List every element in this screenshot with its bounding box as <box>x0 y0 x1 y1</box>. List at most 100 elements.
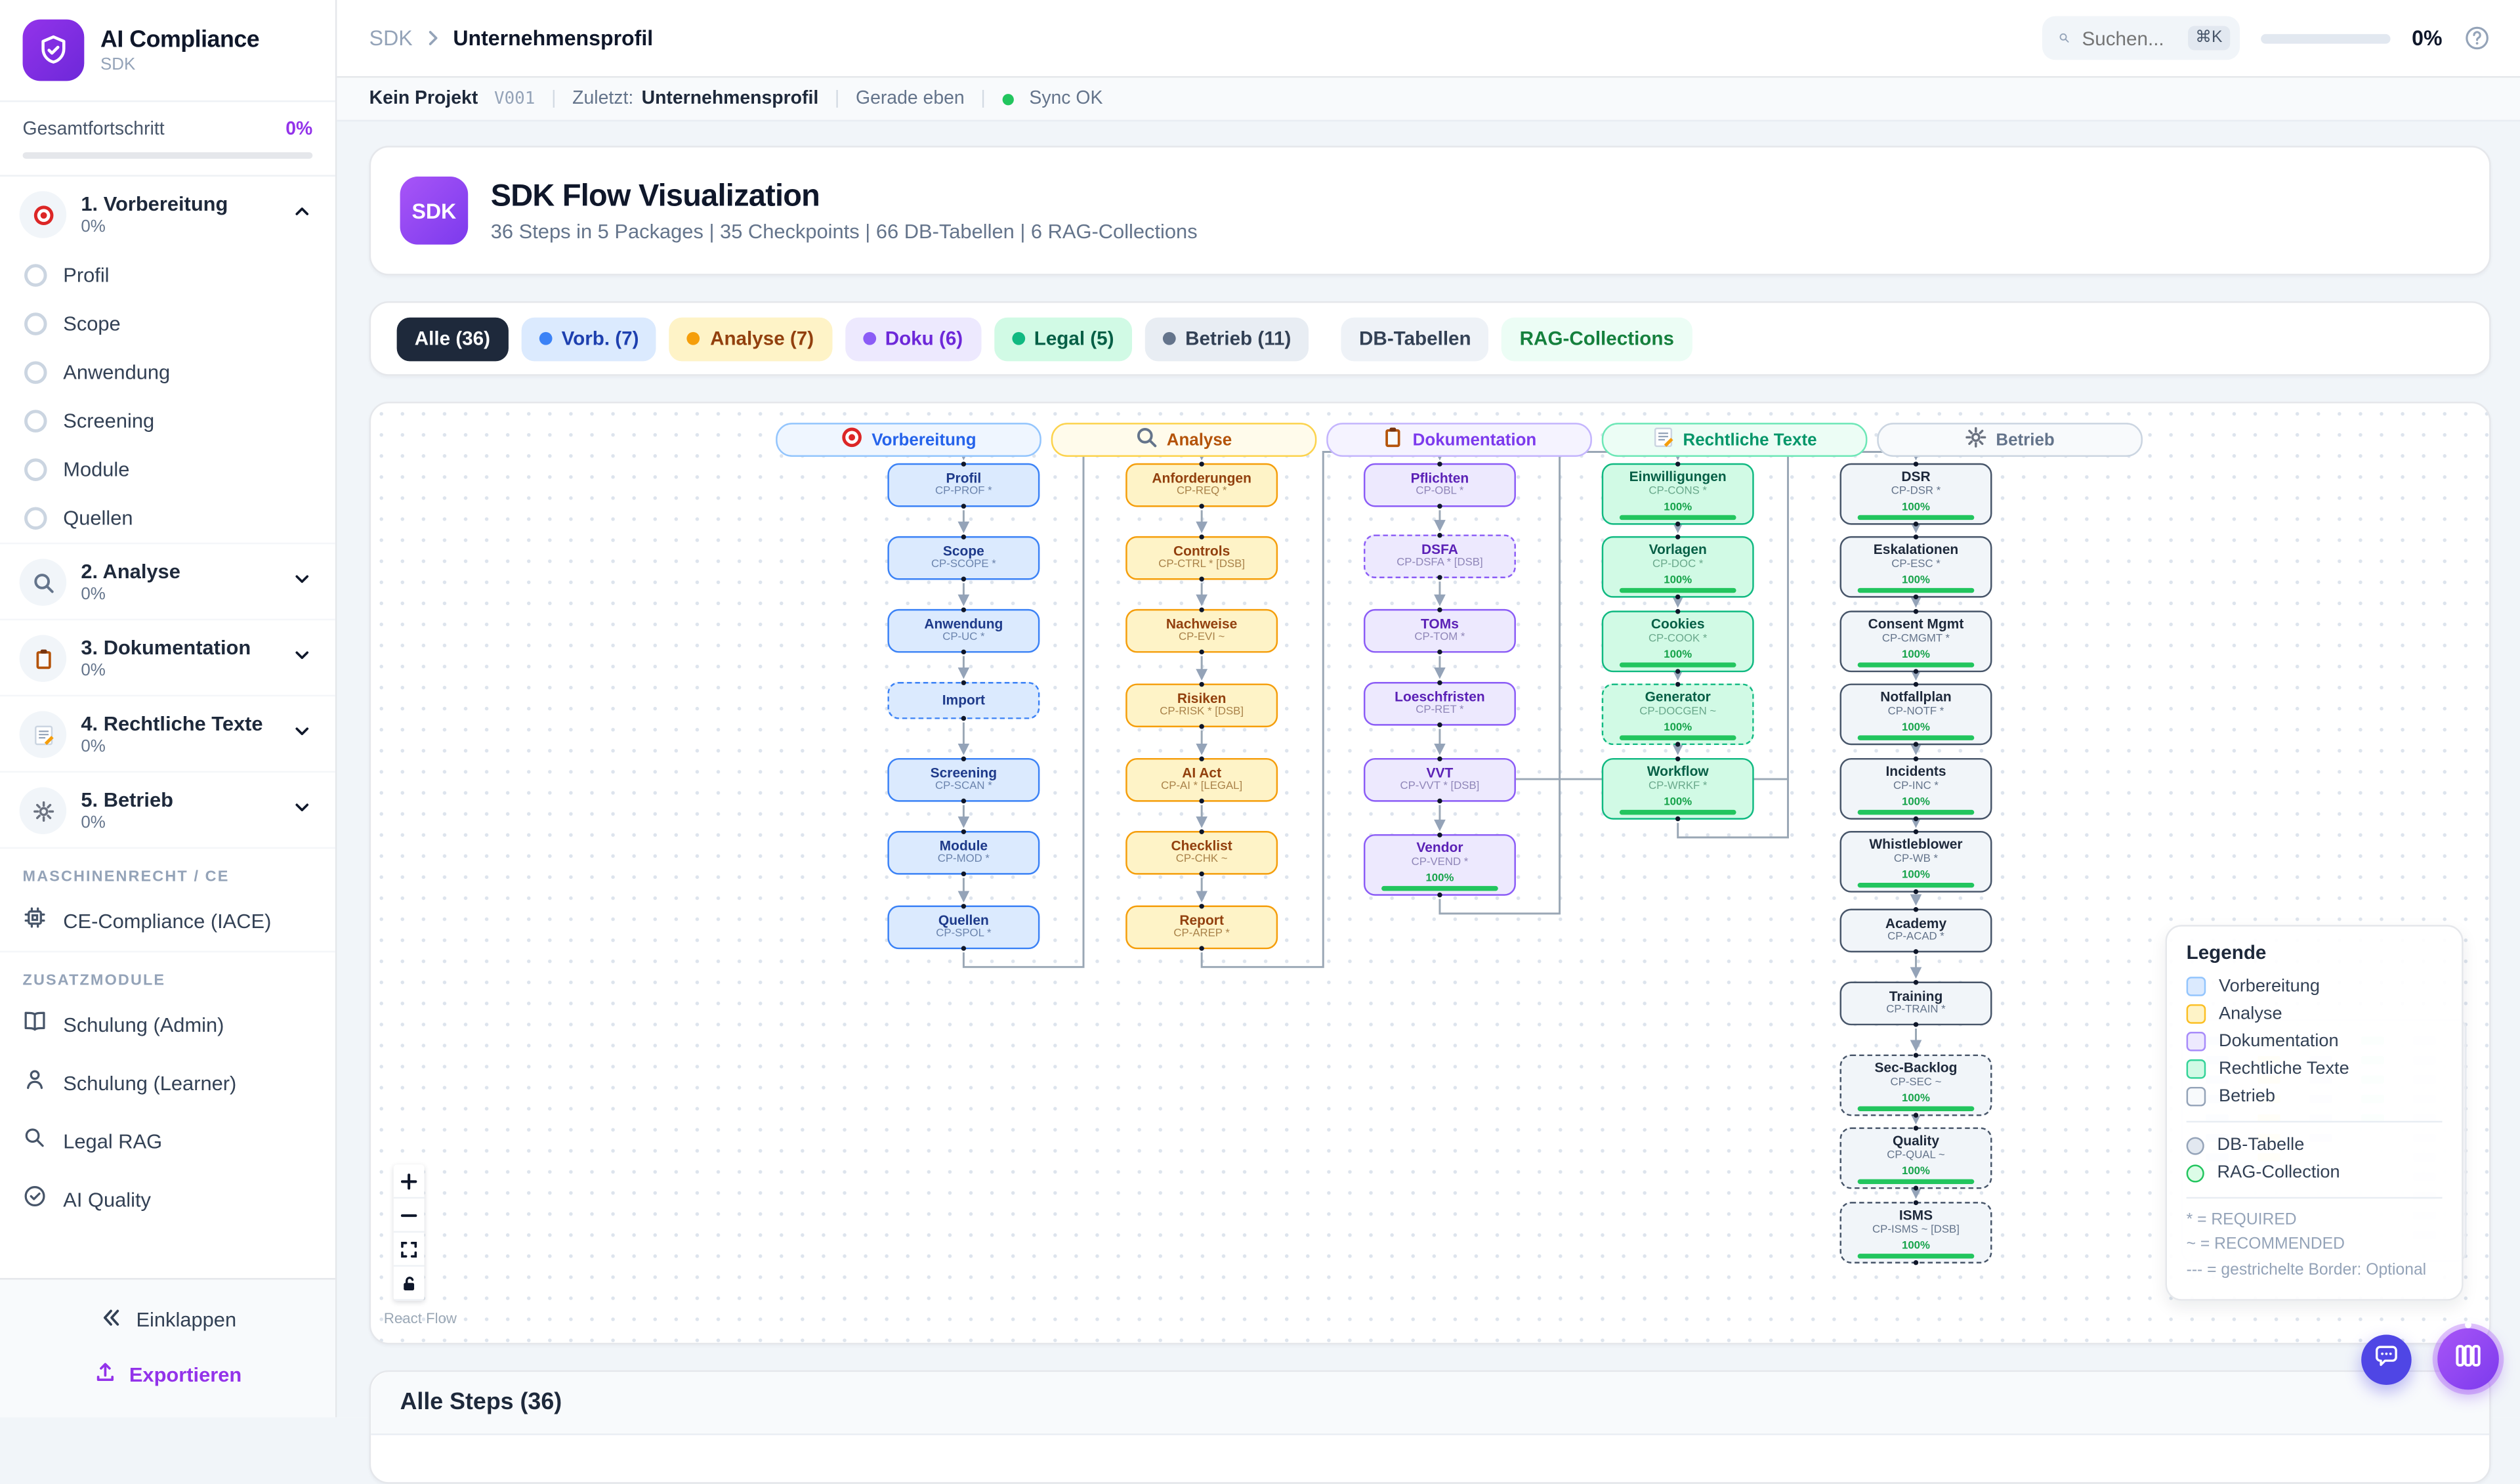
node-progress-value: 100% <box>1902 1093 1930 1105</box>
sidebar-step-quellen[interactable]: Quellen <box>0 494 335 543</box>
sidebar-item-ai-quality[interactable]: AI Quality <box>0 1171 335 1229</box>
node-title: AI Act <box>1182 764 1222 780</box>
steps-table-card: Alle Steps (36) <box>369 1370 2491 1484</box>
breadcrumb-root-link[interactable]: SDK <box>369 26 413 51</box>
sidebar-step-screening[interactable]: Screening <box>0 397 335 446</box>
flow-node-import[interactable]: Import <box>887 681 1040 719</box>
upload-icon <box>94 1361 117 1389</box>
package-header-betrieb[interactable]: Betrieb <box>1877 423 2143 457</box>
search-input[interactable] <box>2082 26 2176 50</box>
lock-button[interactable] <box>393 1266 425 1301</box>
columns-icon <box>2454 1340 2483 1378</box>
node-code: CP-PROF * <box>935 486 992 498</box>
help-icon[interactable] <box>2464 24 2491 52</box>
chat-fab-button[interactable] <box>2361 1334 2412 1386</box>
filter-chip-rag-collections[interactable]: RAG-Collections <box>1502 316 1692 361</box>
collapse-sidebar-button[interactable]: Einklappen <box>0 1293 335 1348</box>
zoom-in-button[interactable] <box>393 1164 425 1199</box>
zoom-out-button[interactable] <box>393 1198 425 1233</box>
sidebar-step-module[interactable]: Module <box>0 446 335 494</box>
fit-view-button[interactable] <box>393 1233 425 1267</box>
node-progress-value: 100% <box>1902 501 1930 513</box>
phase-percent: 0% <box>81 584 106 604</box>
step-radio-icon <box>24 361 47 384</box>
sidebar-item-legal-rag[interactable]: Legal RAG <box>0 1113 335 1171</box>
sidebar-item-schulung-admin-[interactable]: Schulung (Admin) <box>0 996 335 1055</box>
legend-title: Legende <box>2186 940 2267 964</box>
node-code: CP-CONS * <box>1648 486 1707 498</box>
filter-chip-analyse-7-[interactable]: Analyse (7) <box>669 316 832 361</box>
node-progress-bar <box>1619 810 1736 815</box>
flow-controls <box>393 1164 425 1301</box>
sidebar-footer: Einklappen Exportieren <box>0 1278 335 1418</box>
node-code: CP-DSFA * [DSB] <box>1396 557 1483 570</box>
export-button[interactable]: Exportieren <box>0 1348 335 1401</box>
section-heading: MASCHINENRECHT / CE <box>0 847 335 893</box>
sidebar-step-scope[interactable]: Scope <box>0 300 335 349</box>
package-header-analyse[interactable]: Analyse <box>1051 423 1317 457</box>
chevrons-left-icon <box>99 1306 123 1335</box>
filter-chip-legal-5-[interactable]: Legal (5) <box>994 316 1132 361</box>
step-radio-icon <box>24 507 47 530</box>
filter-chip-db-tabellen[interactable]: DB-Tabellen <box>1341 316 1489 361</box>
filter-chip-alle-36-[interactable]: Alle (36) <box>396 316 509 361</box>
sidebar-item-schulung-learner-[interactable]: Schulung (Learner) <box>0 1055 335 1113</box>
search-box[interactable]: ⌘K <box>2042 16 2240 60</box>
filter-chip-vorb-7-[interactable]: Vorb. (7) <box>520 316 657 361</box>
filter-chip-doku-6-[interactable]: Doku (6) <box>844 316 981 361</box>
package-header-dokumentation[interactable]: Dokumentation <box>1326 423 1592 457</box>
sidebar-step-anwendung[interactable]: Anwendung <box>0 349 335 397</box>
node-code: CP-SCOPE * <box>931 559 996 571</box>
filter-chip-betrieb-11-[interactable]: Betrieb (11) <box>1144 316 1309 361</box>
sidebar-item-ce-compliance-iace-[interactable]: CE-Compliance (IACE) <box>0 893 335 951</box>
phase-percent: 0% <box>81 813 106 833</box>
sidebar-step-profil[interactable]: Profil <box>0 251 335 300</box>
package-header-vorbereitung[interactable]: Vorbereitung <box>776 423 1041 457</box>
package-header-rechtliche-texte[interactable]: Rechtliche Texte <box>1601 423 1868 457</box>
reactflow-attribution: React Flow <box>383 1310 457 1327</box>
columns-fab-button[interactable] <box>2437 1328 2499 1390</box>
